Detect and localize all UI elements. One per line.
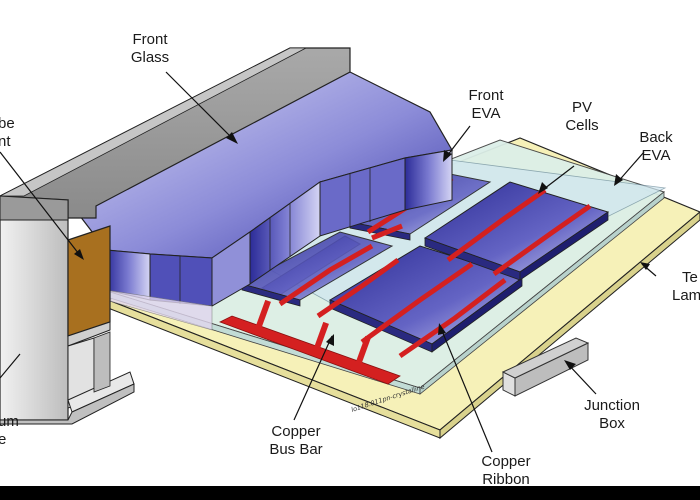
copper-ribbons [278, 175, 592, 359]
callout-copper-bus-bar: Copper Bus Bar [269, 423, 322, 458]
label-front-glass-2: Glass [131, 49, 169, 66]
sealant-block [67, 225, 111, 337]
label-junction-box-2: Box [599, 415, 625, 432]
callout-junction-box: Junction Box [584, 397, 640, 432]
callout-front-eva: Front EVA [468, 87, 504, 122]
aluminum-frame [0, 47, 351, 425]
diagram-panel: Front Glass Front EVA PV Cells Back EVA … [0, 0, 700, 486]
callout-aluminum-frame: um e [0, 413, 19, 448]
label-front-glass-1: Front [132, 31, 168, 48]
label-copper-bus-bar-2: Bus Bar [269, 441, 322, 458]
label-junction-box-1: Junction [584, 397, 640, 414]
front-glass [79, 71, 453, 331]
label-sealant-2: nt [0, 133, 11, 150]
callout-tedlar: Te Lam [672, 269, 700, 304]
callout-copper-ribbon: Copper Ribbon [481, 453, 530, 486]
label-copper-ribbon-1: Copper [481, 453, 530, 470]
callout-pv-cells: PV Cells [565, 99, 598, 134]
callout-sealant: be nt [0, 115, 15, 150]
label-pv-cells-1: PV [572, 99, 592, 116]
callout-front-glass: Front Glass [131, 31, 169, 66]
label-aluminum-frame-2: e [0, 431, 6, 448]
label-front-eva-2: EVA [472, 105, 501, 122]
label-pv-cells-2: Cells [565, 117, 598, 134]
label-back-eva-1: Back [639, 129, 673, 146]
label-back-eva-2: EVA [642, 147, 671, 164]
label-tedlar-2: Lam [672, 287, 700, 304]
junction-box [501, 337, 590, 397]
copper-bus-bar [218, 299, 401, 385]
label-copper-bus-bar-1: Copper [271, 423, 320, 440]
callout-back-eva: Back EVA [639, 129, 673, 164]
label-front-eva-1: Front [468, 87, 504, 104]
leader-arrowheads [74, 132, 650, 370]
label-copper-ribbon-2: Ribbon [482, 471, 530, 486]
pv-module-cross-section: Front Glass Front EVA PV Cells Back EVA … [0, 31, 700, 486]
label-sealant-1: be [0, 115, 15, 132]
label-tedlar-1: Te [682, 269, 698, 286]
label-aluminum-frame-1: um [0, 413, 19, 430]
